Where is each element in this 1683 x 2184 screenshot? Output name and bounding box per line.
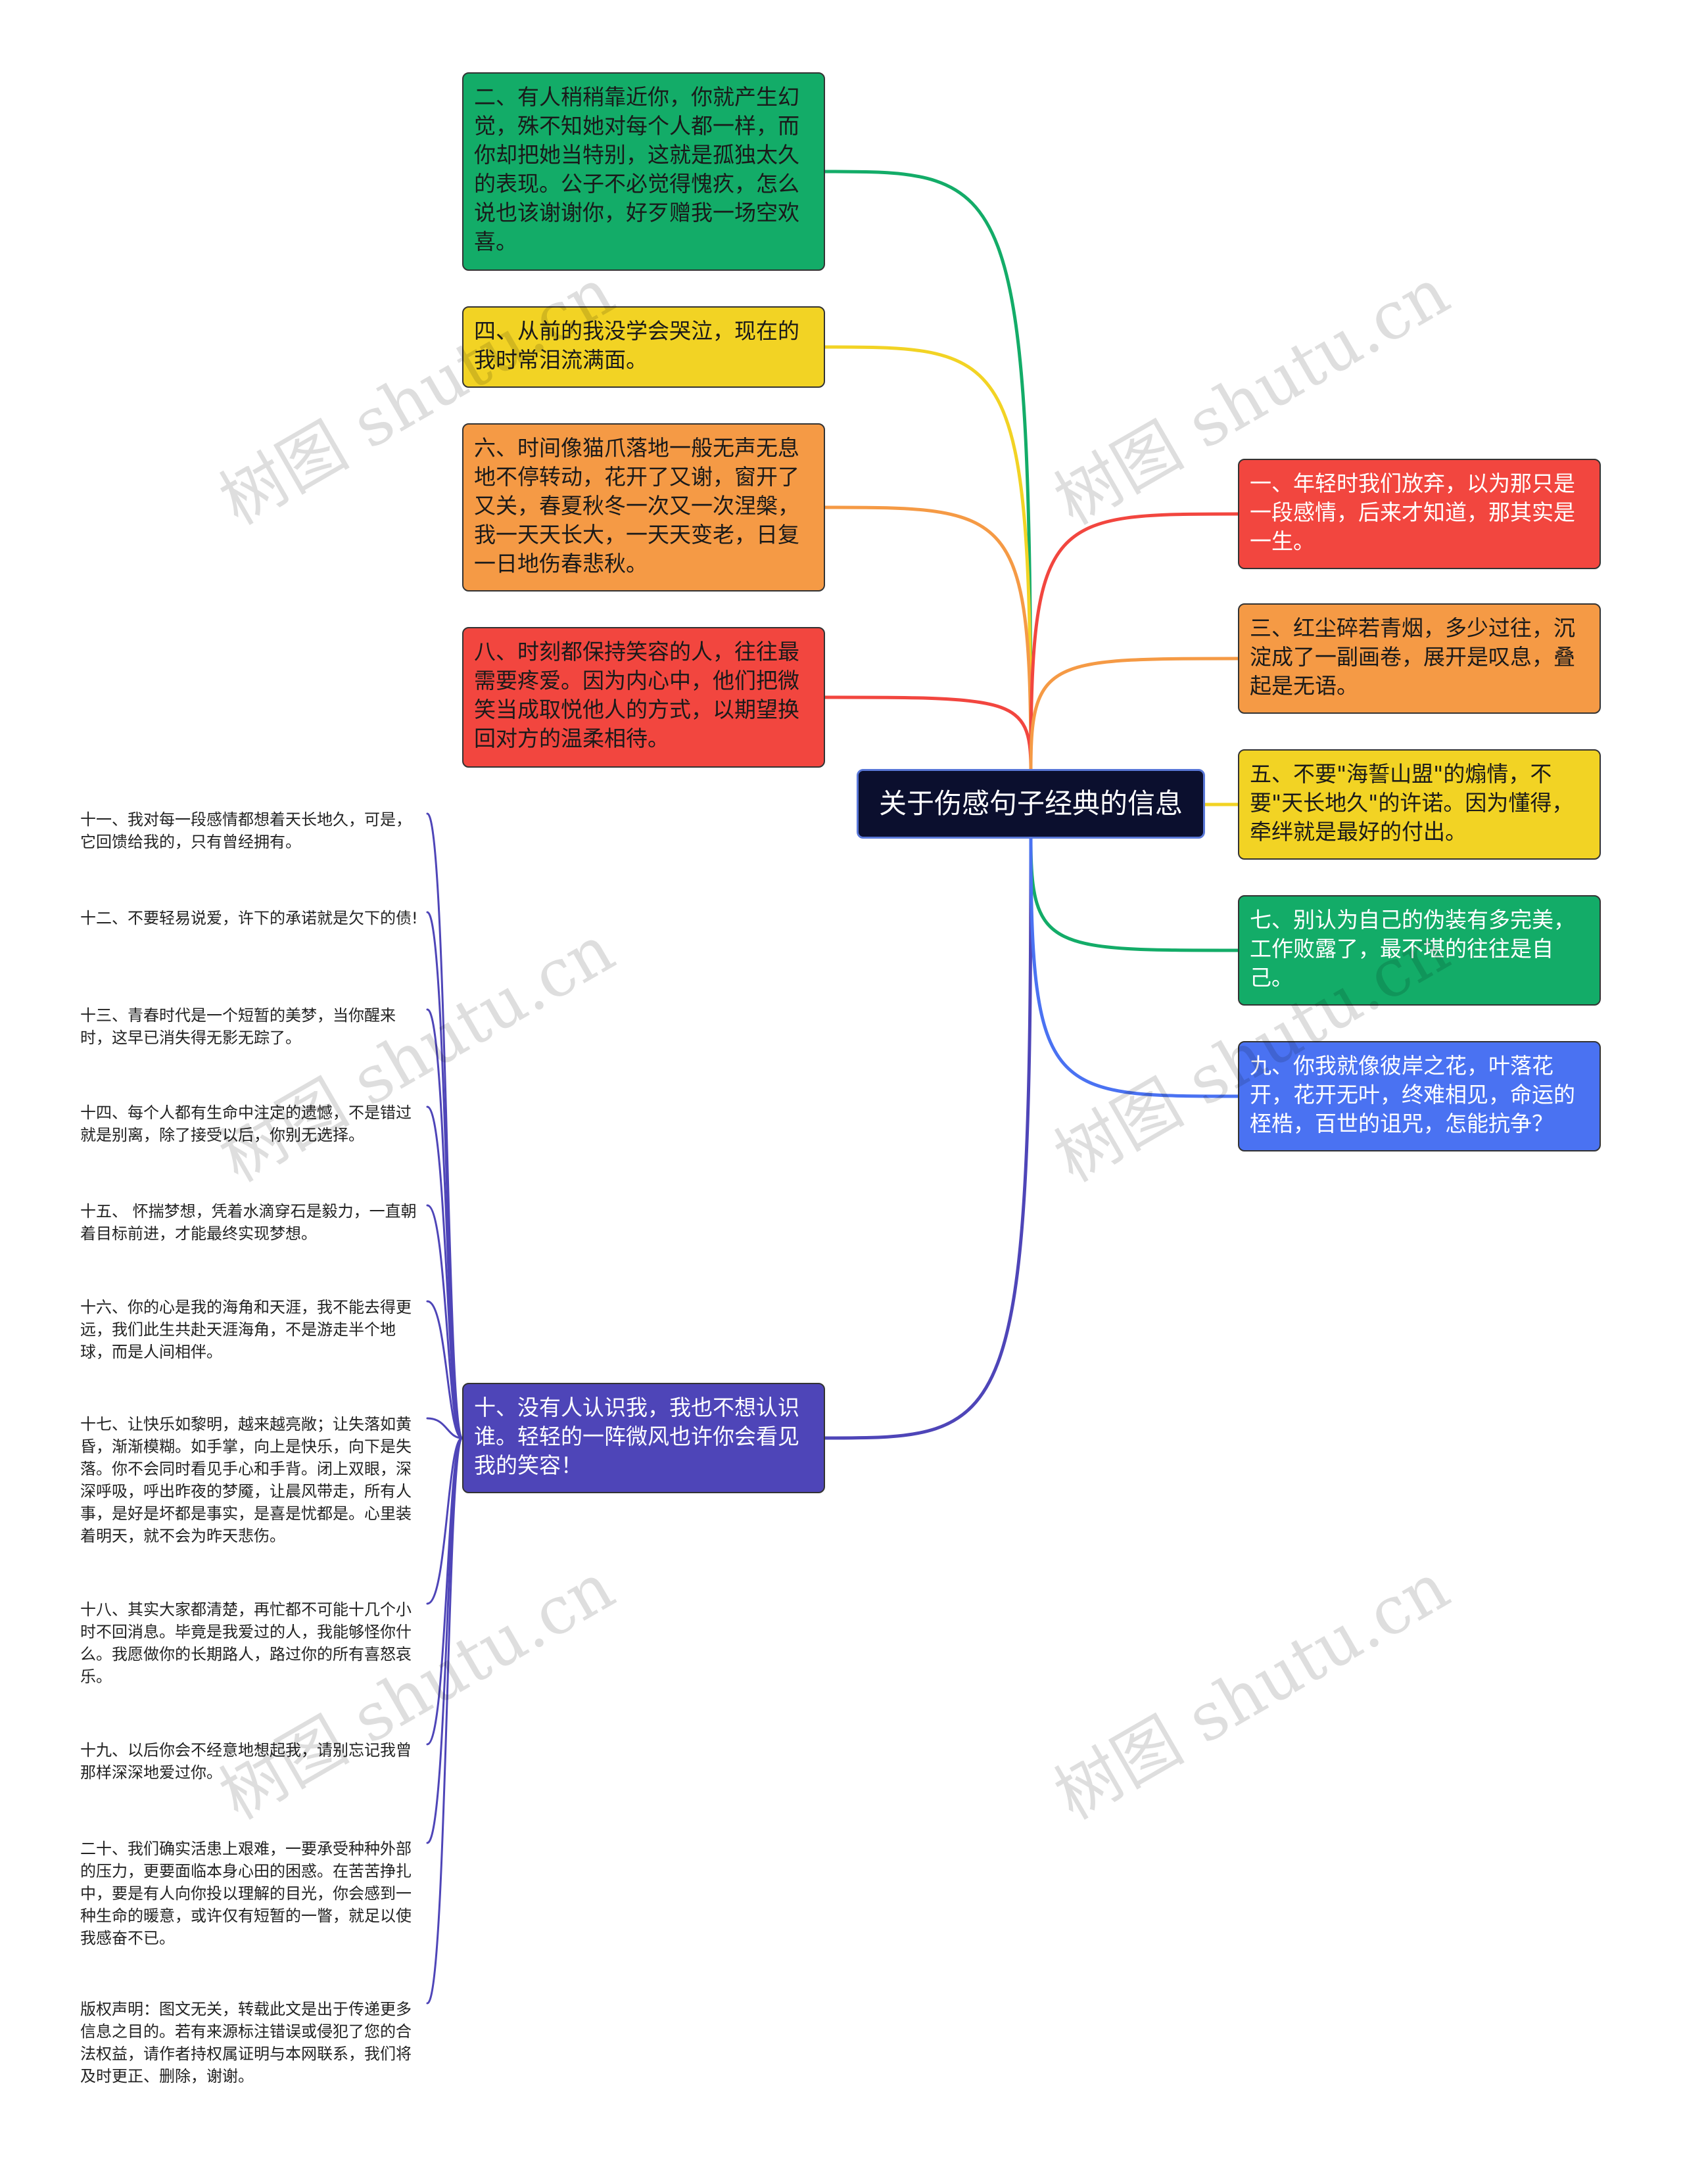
leaf-note-19[interactable]: 十九、以后你会不经意地想起我，请别忘记我曾那样深深地爱过你。 — [80, 1741, 412, 1782]
leaf-note-18[interactable]: 十八、其实大家都清楚，再忙都不可能十几个小时不回消息。毕竟是我爱过的人，我能够怪… — [80, 1600, 412, 1686]
branch-connector — [823, 170, 1033, 771]
branch-connector — [823, 345, 1033, 771]
branch-node-2[interactable]: 二、有人稍稍靠近你，你就产生幻觉，殊不知她对每个人都一样，而你却把她当特别，这就… — [462, 72, 825, 271]
leaf-connector — [426, 1105, 463, 1439]
leaf-connector — [426, 1300, 463, 1439]
leaf-connector — [426, 1437, 463, 1605]
branch-node-5[interactable]: 五、不要"海誓山盟"的煽情，不要"天长地久"的许诺。因为懂得，牵绊就是最好的付出… — [1238, 749, 1601, 860]
branch-node-9[interactable]: 九、你我就像彼岸之花，叶落花开，花开无叶，终难相见，命运的桎梏，百世的诅咒，怎能… — [1238, 1041, 1601, 1151]
branch-connector — [823, 837, 1033, 1440]
branch-node-3[interactable]: 三、红尘碎若青烟，多少过往，沉淀成了一副画卷，展开是叹息，叠起是无语。 — [1238, 603, 1601, 714]
branch-connector — [823, 695, 1033, 771]
leaf-note-15[interactable]: 十五、 怀揣梦想，凭着水滴穿石是毅力，一直朝着目标前进，才能最终实现梦想。 — [80, 1202, 417, 1243]
leaf-connector — [426, 1204, 463, 1439]
branch-node-10[interactable]: 十、没有人认识我，我也不想认识谁。轻轻的一阵微风也许你会看见我的笑容！ — [462, 1383, 825, 1493]
leaf-note-11[interactable]: 十一、我对每一段感情都想着天长地久，可是，它回馈给我的，只有曾经拥有。 — [80, 810, 412, 851]
leaf-connector — [426, 1437, 463, 2005]
leaf-note-12[interactable]: 十二、不要轻易说爱，许下的承诺就是欠下的债! — [80, 909, 418, 927]
root-topic[interactable]: 关于伤感句子经典的信息 — [857, 769, 1205, 839]
copyright-note[interactable]: 版权声明：图文无关，转载此文是出于传递更多信息之目的。若有来源标注错误或侵犯了您… — [80, 2000, 412, 2085]
leaf-note-14[interactable]: 十四、每个人都有生命中注定的遗憾，不是错过就是别离，除了接受以后，你别无选择。 — [80, 1104, 412, 1144]
leaf-note-16[interactable]: 十六、你的心是我的海角和天涯，我不能去得更远，我们此生共赴天涯海角，不是游走半个… — [80, 1298, 412, 1361]
branch-node-6[interactable]: 六、时间像猫爪落地一般无声无息地不停转动，花开了又谢，窗开了又关，春夏秋冬一次又… — [462, 423, 825, 592]
branch-node-4[interactable]: 四、从前的我没学会哭泣，现在的我时常泪流满面。 — [462, 306, 825, 388]
leaf-connector — [426, 1417, 463, 1439]
branch-node-8[interactable]: 八、时刻都保持笑容的人，往往最需要疼爱。因为内心中，他们把微笑当成取悦他人的方式… — [462, 627, 825, 768]
leaf-note-13[interactable]: 十三、青春时代是一个短暂的美梦，当你醒来时，这早已消失得无影无踪了。 — [80, 1006, 396, 1047]
leaf-note-17[interactable]: 十七、让快乐如黎明，越来越亮敞；让失落如黄昏，渐渐模糊。如手掌，向上是快乐，向下… — [80, 1415, 412, 1545]
branch-connector — [1029, 657, 1240, 771]
branch-connector — [1029, 512, 1240, 771]
branch-connector — [1029, 837, 1240, 952]
branch-node-1[interactable]: 一、年轻时我们放弃，以为那只是一段感情，后来才知道，那其实是一生。 — [1238, 459, 1601, 569]
leaf-note-20[interactable]: 二十、我们确实活患上艰难，一要承受种种外部的压力，更要面临本身心田的困惑。在苦苦… — [80, 1840, 412, 1947]
branch-connector — [823, 505, 1033, 771]
branch-connector — [1029, 837, 1240, 1098]
branch-node-7[interactable]: 七、别认为自己的伪装有多完美，工作败露了，最不堪的往往是自己。 — [1238, 895, 1601, 1006]
